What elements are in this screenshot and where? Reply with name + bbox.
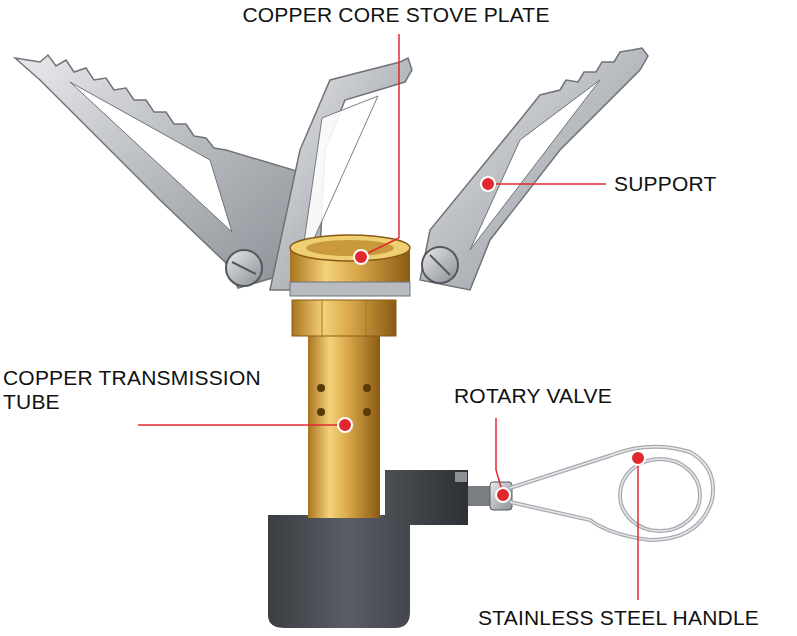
pivot-screw [232, 262, 256, 274]
support-arm [70, 82, 232, 232]
part-label: ROTARY VALVE [454, 384, 612, 408]
part-label: COPPER TRANSMISSION TUBE [3, 366, 303, 414]
leader-line [398, 34, 400, 238]
part-label: SUPPORT [614, 172, 717, 196]
leader-dot [496, 488, 510, 502]
leader-dot [354, 250, 368, 264]
leader-line [490, 183, 606, 185]
support-arm [15, 55, 300, 288]
leader-line [138, 424, 345, 426]
air-hole [363, 408, 371, 416]
air-hole [317, 384, 325, 392]
air-hole [363, 384, 371, 392]
wire-handle [510, 447, 713, 540]
pivot-screw [422, 247, 458, 283]
support-arm [470, 80, 600, 250]
leader-dot [338, 418, 352, 432]
pivot-screw [226, 250, 262, 286]
support-arm [270, 58, 412, 290]
hex-nut [366, 300, 367, 336]
support-arm [420, 48, 648, 290]
stove-plate [290, 235, 410, 261]
part-label: STAINLESS STEEL HANDLE [478, 606, 759, 630]
hex-nut [322, 300, 323, 336]
wire-handle [510, 447, 713, 540]
support-ring [290, 282, 410, 296]
leader-line [496, 418, 503, 494]
air-hole [317, 408, 325, 416]
pivot-screw [430, 255, 450, 275]
wire-handle [620, 459, 700, 531]
valve-body [455, 472, 467, 482]
part-label: COPPER CORE STOVE PLATE [242, 3, 549, 27]
leader-dot [631, 451, 645, 465]
leader-line [637, 460, 639, 600]
leader-dot [481, 177, 495, 191]
wire-handle [620, 459, 700, 531]
valve-stem [468, 486, 490, 506]
hex-nut [292, 300, 396, 336]
stove-plate [306, 240, 394, 256]
